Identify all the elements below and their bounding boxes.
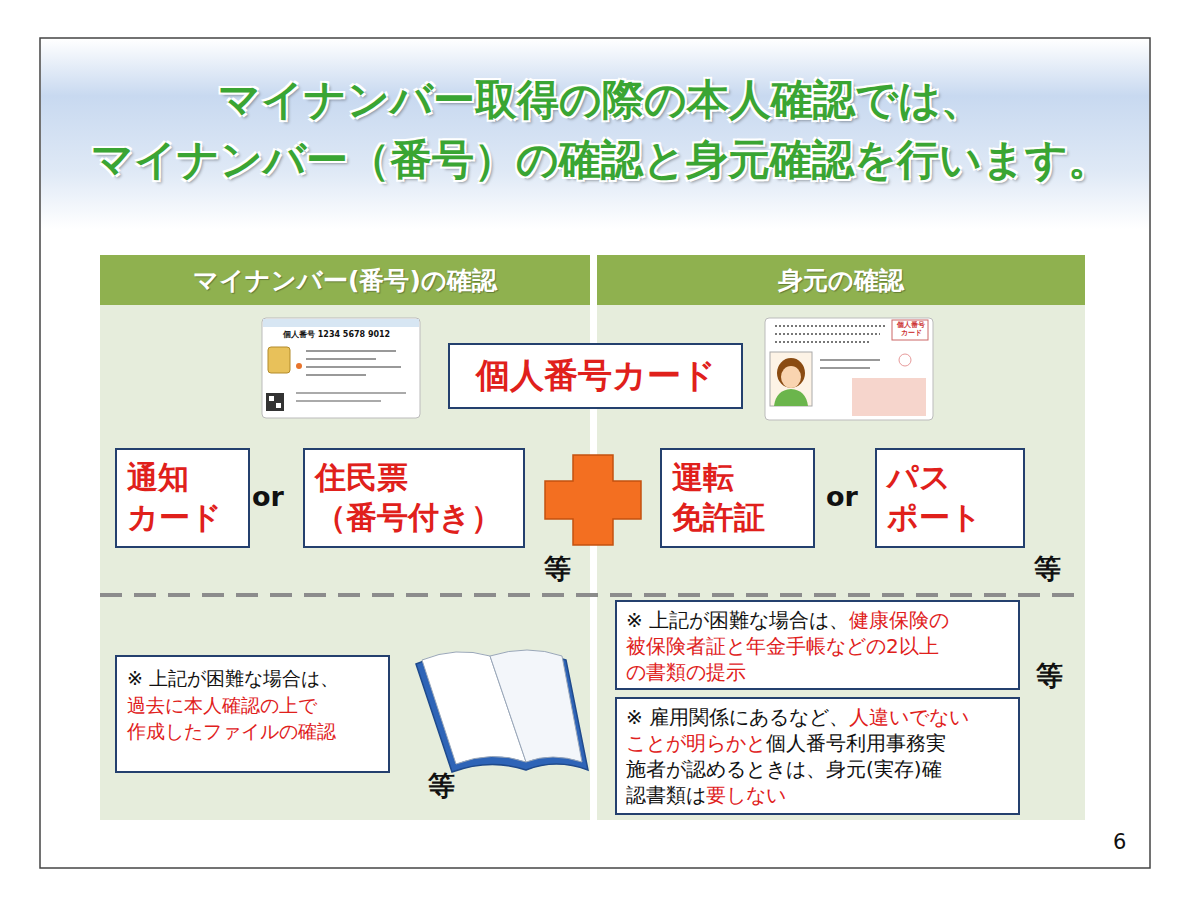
etc-text: 等 <box>1036 660 1063 692</box>
card-line <box>306 358 376 360</box>
etc-text: 等 <box>1034 553 1061 585</box>
or-text: or <box>252 481 284 513</box>
card-illustration <box>262 318 420 418</box>
plus-symbol <box>545 455 641 545</box>
node-text: パス ポート <box>887 459 982 535</box>
title-band <box>41 39 1149 229</box>
node-text: ※ 雇用関係にあるなど、 <box>626 705 849 729</box>
card-line <box>306 366 401 368</box>
node-text: 要しない <box>706 783 786 807</box>
card-line <box>775 325 885 327</box>
node-text: 運転 免許証 <box>672 459 765 535</box>
document-box: パス ポート <box>875 448 1025 548</box>
node-text: 住民票 （番号付き） <box>315 459 502 535</box>
dashed-divider <box>100 593 1085 597</box>
slide-title: マイナンバー取得の際の本人確認では、 マイナンバー（番号）の確認と身元確認を行い… <box>50 70 1150 189</box>
qr-code <box>276 403 281 408</box>
card-mark <box>296 363 302 369</box>
card-text: 個人番号 1234 5678 9012 <box>283 330 390 340</box>
node-text: ※ 上記が困難な場合は、 <box>626 608 849 632</box>
node-text: 通知 カード <box>127 459 222 535</box>
card-face <box>765 318 933 420</box>
card-line <box>775 341 870 343</box>
or-text: or <box>826 481 858 513</box>
card-box: 個人番号カード <box>448 343 743 409</box>
card-line <box>296 392 406 394</box>
card-line <box>775 333 880 335</box>
page-number: 6 <box>1113 830 1126 855</box>
card-area <box>852 378 926 416</box>
photo-face <box>781 366 801 388</box>
card-stamp <box>899 354 911 366</box>
qr-code <box>266 393 284 411</box>
card-line <box>306 374 366 376</box>
slide-frame <box>40 38 1150 868</box>
etc-text: 等 <box>428 770 455 802</box>
column-header: 身元の確認 <box>597 255 1085 305</box>
document-box: 住民票 （番号付き） <box>303 448 525 548</box>
document-box: 通知 カード <box>115 448 250 548</box>
book-page <box>490 650 582 762</box>
note-box: ※ 雇用関係にあるなど、人違いでない ことが明らかと個人番号利用事務実 施者が認… <box>615 697 1020 815</box>
book-illustration <box>416 650 588 772</box>
node-text: 身元の確認 <box>778 264 904 297</box>
photo-hair <box>777 358 805 388</box>
card-badge <box>892 320 928 340</box>
card-line <box>820 367 870 369</box>
card-text: 個人番号 カード <box>894 321 928 337</box>
etc-text: 等 <box>544 553 571 585</box>
node-text: ※ 上記が困難な場合は、 <box>127 667 339 689</box>
card-line <box>296 400 381 402</box>
column-header: マイナンバー(番号)の確認 <box>100 255 590 305</box>
qr-code <box>269 396 274 401</box>
photo-shirt <box>774 389 808 406</box>
note-box: ※ 上記が困難な場合は、過去に本人確認の上で 作成したファイルの確認 <box>115 655 390 773</box>
card-stripe <box>263 319 419 327</box>
card-photo <box>770 352 812 406</box>
document-box: 運転 免許証 <box>660 448 815 548</box>
card-illustration <box>765 318 933 420</box>
node-text: マイナンバー(番号)の確認 <box>193 264 497 297</box>
note-box: ※ 上記が困難な場合は、健康保険の 被保険者証と年金手帳などの2以上 の書類の提… <box>615 600 1020 690</box>
node-text: 過去に本人確認の上で 作成したファイルの確認 <box>127 694 336 743</box>
card-line <box>820 359 880 361</box>
card-face <box>262 318 420 418</box>
node-text: 個人番号カード <box>476 353 716 399</box>
card-chip <box>268 347 290 373</box>
card-line <box>306 350 396 352</box>
